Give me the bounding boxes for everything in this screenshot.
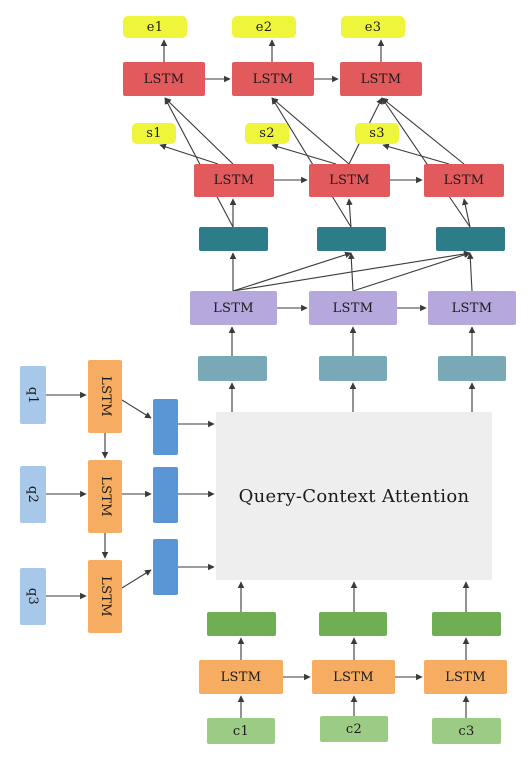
modeling-lstm-3-text: LSTM bbox=[451, 300, 493, 316]
attention-label: Query-Context Attention bbox=[238, 485, 470, 507]
query-input-1: q1 bbox=[20, 366, 46, 424]
start-lstm-1-text: LSTM bbox=[213, 173, 255, 188]
start-lstm-3: LSTM bbox=[424, 164, 504, 197]
modeling-lstm-1-text: LSTM bbox=[213, 300, 254, 316]
context-input-1: c1 bbox=[207, 718, 275, 744]
modeling-output-vector-1 bbox=[199, 227, 268, 251]
end-label-3-text: e3 bbox=[364, 19, 382, 35]
connection-arrow-35 bbox=[352, 251, 471, 292]
connection-arrow-19 bbox=[121, 569, 152, 589]
context-encoded-vector-2 bbox=[319, 612, 387, 636]
query-encoded-vector-1 bbox=[153, 399, 178, 455]
connection-arrow-46 bbox=[271, 97, 352, 228]
start-label-1: s1 bbox=[132, 123, 176, 144]
query-lstm-3: LSTM bbox=[88, 560, 122, 633]
context-input-3-text: c3 bbox=[458, 723, 475, 739]
modeling-lstm-1: LSTM bbox=[190, 291, 277, 325]
start-label-1-text: s1 bbox=[146, 126, 162, 141]
connection-arrow-49 bbox=[271, 97, 350, 165]
connection-arrow-39 bbox=[462, 198, 471, 228]
modeling-output-vector-2 bbox=[317, 227, 386, 251]
context-lstm-1: LSTM bbox=[199, 660, 283, 694]
query-encoded-vector-2 bbox=[153, 467, 178, 523]
start-label-2-text: s2 bbox=[259, 126, 275, 141]
start-lstm-1: LSTM bbox=[194, 164, 274, 197]
start-lstm-2: LSTM bbox=[309, 164, 390, 197]
connection-arrow-34 bbox=[348, 252, 355, 292]
context-lstm-3: LSTM bbox=[424, 660, 507, 694]
context-input-2: c2 bbox=[320, 716, 388, 742]
context-lstm-2-text: LSTM bbox=[333, 669, 374, 685]
connection-arrow-32 bbox=[232, 251, 352, 292]
connection-arrow-42 bbox=[159, 143, 219, 165]
context-input-1-text: c1 bbox=[232, 723, 250, 739]
context-encoded-vector-1 bbox=[207, 612, 276, 636]
query-input-3: q3 bbox=[20, 568, 46, 625]
end-label-1: e1 bbox=[123, 16, 187, 38]
query-lstm-2-text: LSTM bbox=[97, 476, 113, 517]
query-lstm-2: LSTM bbox=[88, 460, 122, 533]
connection-arrow-48 bbox=[164, 97, 234, 165]
connection-arrow-44 bbox=[382, 143, 450, 165]
attention-output-vector-2 bbox=[319, 356, 387, 381]
context-input-3: c3 bbox=[432, 718, 501, 744]
modeling-output-vector-3 bbox=[436, 227, 505, 251]
end-lstm-1: LSTM bbox=[123, 62, 205, 96]
connection-arrow-47 bbox=[381, 97, 471, 228]
query-lstm-1: LSTM bbox=[88, 360, 122, 433]
connection-arrow-17 bbox=[121, 399, 152, 419]
context-lstm-3-text: LSTM bbox=[445, 669, 486, 685]
end-lstm-1-text: LSTM bbox=[143, 71, 185, 87]
modeling-lstm-2: LSTM bbox=[309, 291, 397, 325]
query-input-1-text: q1 bbox=[25, 386, 41, 404]
context-lstm-2: LSTM bbox=[312, 660, 395, 694]
query-input-3-text: q3 bbox=[25, 587, 41, 606]
connection-arrow-45 bbox=[164, 97, 234, 228]
modeling-lstm-3: LSTM bbox=[428, 291, 516, 325]
start-lstm-3-text: LSTM bbox=[443, 173, 485, 188]
connection-arrow-38 bbox=[346, 198, 353, 228]
query-input-2: q2 bbox=[20, 466, 46, 523]
end-label-2: e2 bbox=[232, 16, 296, 38]
connection-arrow-43 bbox=[271, 143, 337, 165]
context-input-2-text: c2 bbox=[345, 721, 363, 737]
connection-arrow-36 bbox=[467, 252, 474, 292]
end-lstm-2-text: LSTM bbox=[252, 71, 294, 87]
end-label-2-text: e2 bbox=[255, 19, 273, 35]
modeling-lstm-2-text: LSTM bbox=[332, 300, 374, 316]
end-lstm-3: LSTM bbox=[340, 62, 422, 96]
context-lstm-1-text: LSTM bbox=[220, 669, 262, 685]
query-context-attention: Query-Context Attention bbox=[216, 412, 492, 580]
start-label-3: s3 bbox=[355, 123, 399, 144]
context-encoded-vector-3 bbox=[432, 612, 501, 636]
query-encoded-vector-3 bbox=[153, 539, 178, 595]
start-label-2: s2 bbox=[245, 123, 289, 144]
query-lstm-3-text: LSTM bbox=[97, 576, 113, 617]
end-label-1-text: e1 bbox=[146, 19, 164, 35]
end-lstm-2: LSTM bbox=[232, 62, 314, 96]
attention-output-vector-3 bbox=[438, 356, 506, 381]
start-lstm-2-text: LSTM bbox=[329, 173, 370, 188]
query-input-2-text: q2 bbox=[25, 485, 41, 504]
end-label-3: e3 bbox=[341, 16, 405, 38]
attention-output-vector-1 bbox=[198, 356, 267, 381]
start-label-3-text: s3 bbox=[369, 126, 385, 141]
query-lstm-1-text: LSTM bbox=[97, 376, 113, 417]
connection-arrow-50 bbox=[381, 97, 465, 165]
end-lstm-3-text: LSTM bbox=[360, 71, 402, 87]
